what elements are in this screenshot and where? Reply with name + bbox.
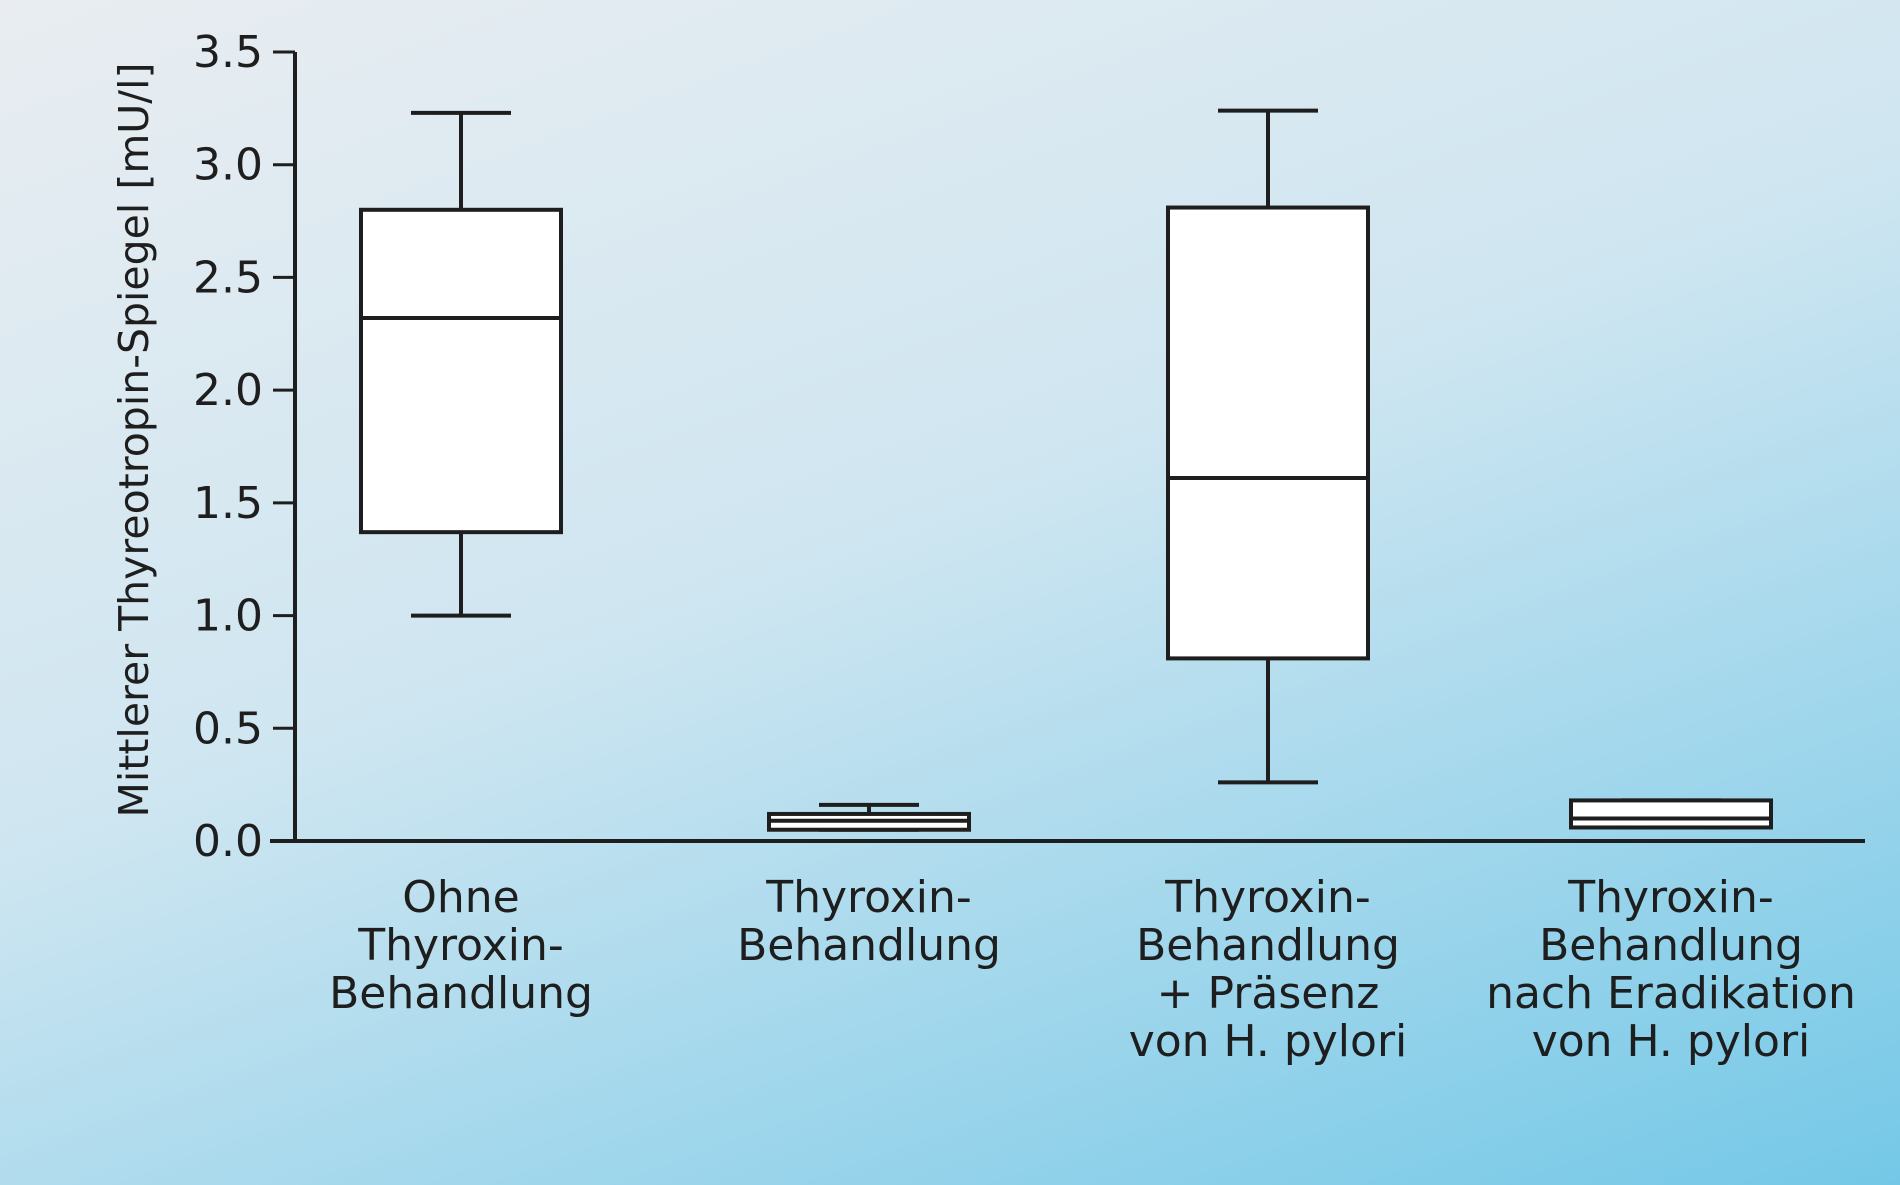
y-tick-label: 1.0 <box>193 591 263 642</box>
category-label-line: Thyroxin- <box>1164 872 1371 923</box>
y-tick-label: 1.5 <box>193 478 263 529</box>
box-plot-item <box>359 110 563 618</box>
y-tick-label: 0.5 <box>193 703 263 754</box>
box-plot-item <box>1166 108 1370 785</box>
category-label-line: Behandlung <box>1539 920 1803 971</box>
box-plot-item <box>1569 798 1773 830</box>
category-label-line: Thyroxin- <box>765 872 972 923</box>
y-tick-label: 3.0 <box>193 140 263 191</box>
category-label-line: Behandlung <box>737 920 1001 971</box>
category-label-line: Ohne <box>402 872 519 923</box>
category-label-line: nach Eradikation <box>1486 968 1856 1019</box>
category-label-line: Behandlung <box>1136 920 1400 971</box>
category-label-line: Thyroxin- <box>1567 872 1774 923</box>
box-series <box>359 108 1773 832</box>
y-tick-label: 3.5 <box>193 27 263 78</box>
y-tick-label: 0.0 <box>193 816 263 867</box>
y-tick-label: 2.0 <box>193 365 263 416</box>
box-plot-item <box>767 802 971 832</box>
y-axis-label: Mittlerer Thyreotropin-Spiegel [mU/l] <box>110 63 158 818</box>
interquartile-box <box>1569 798 1773 830</box>
y-tick-label: 2.5 <box>193 252 263 303</box>
category-label-line: von H. pylori <box>1532 1016 1811 1067</box>
interquartile-box <box>359 207 563 535</box>
category-label-line: Thyroxin- <box>357 920 564 971</box>
category-label-line: Behandlung <box>329 968 593 1019</box>
interquartile-box <box>1166 205 1370 661</box>
category-label: Thyroxin-Behandlung <box>737 872 1001 971</box>
category-label-line: + Präsenz <box>1157 968 1380 1019</box>
y-axis: 0.0 0.5 1.0 1.5 2.0 2.5 3.0 3.5 <box>193 27 297 867</box>
category-label-line: von H. pylori <box>1129 1016 1408 1067</box>
